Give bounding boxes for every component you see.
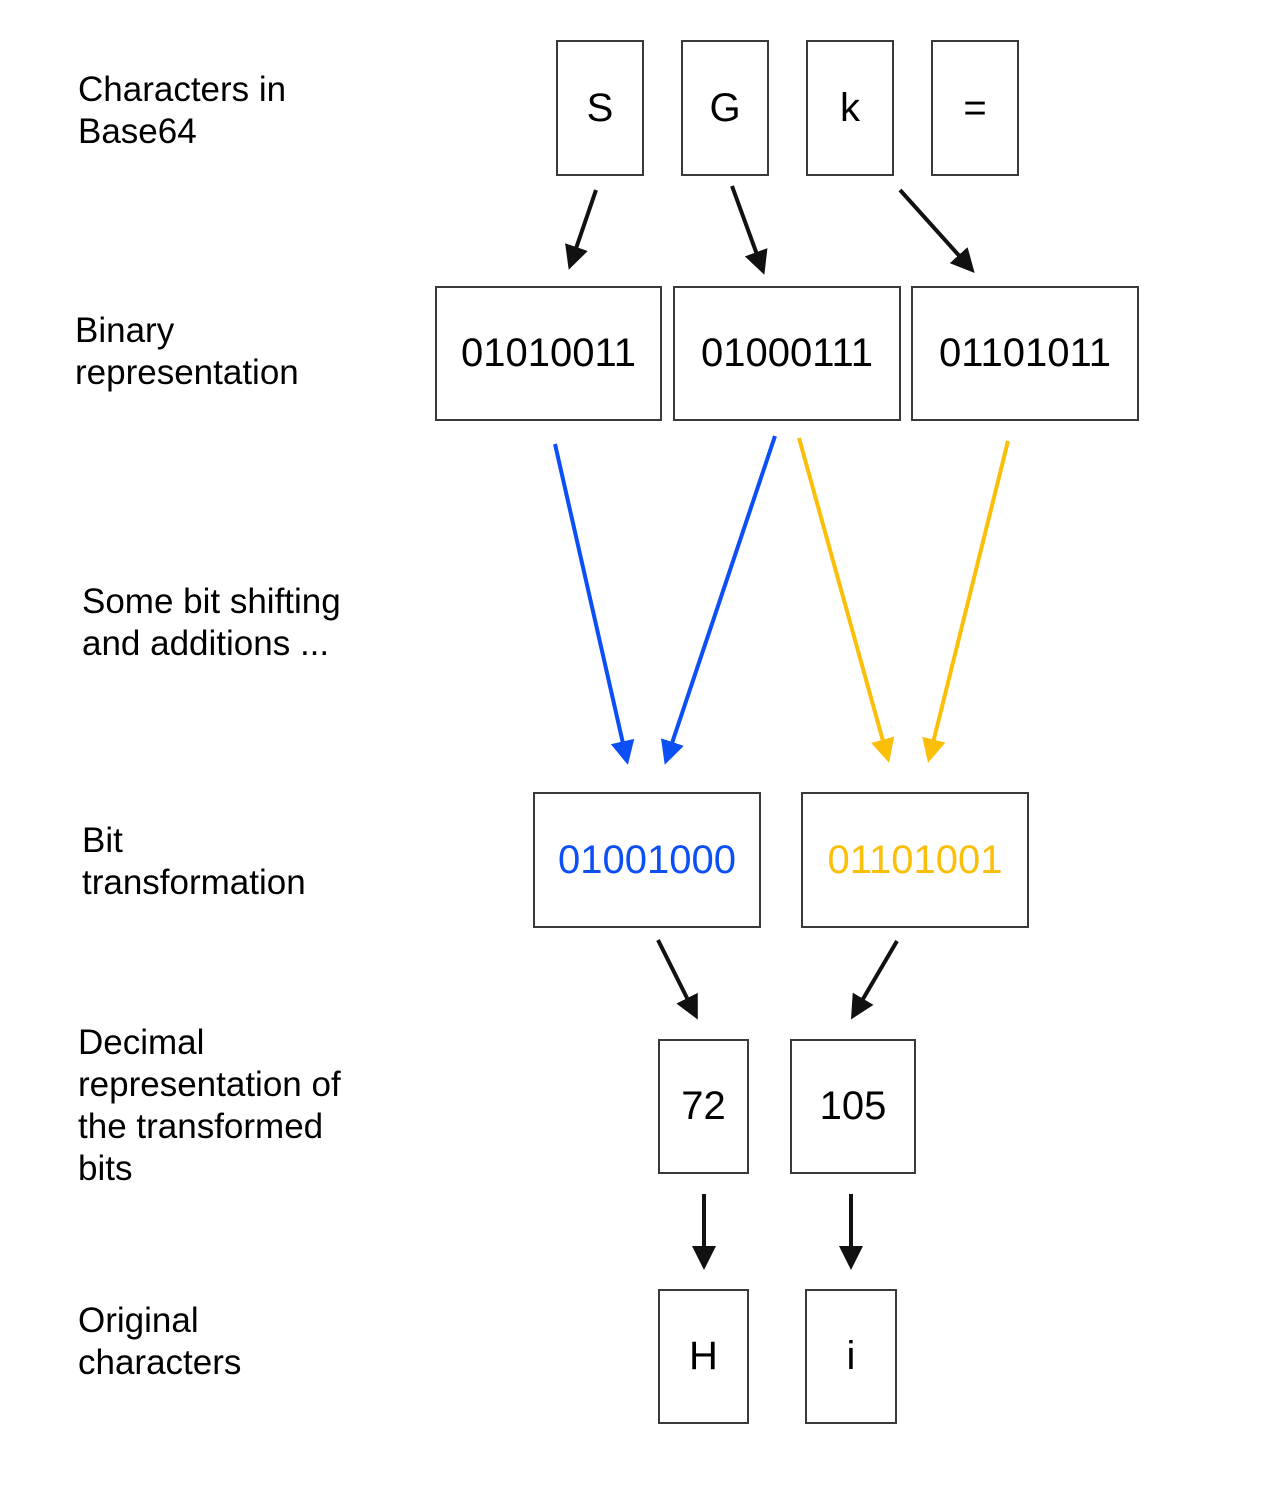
base64-char-box-4: =: [931, 40, 1019, 176]
transformed-bits-box-2: 01101001: [801, 792, 1029, 928]
decimal-box-2: 105: [790, 1039, 916, 1174]
binary-box-1: 01010011: [435, 286, 662, 421]
base64-char-box-2: G: [681, 40, 769, 176]
arrow-g-to-binary: [730, 185, 768, 275]
arrow-transformed1-to-decimal: [656, 939, 698, 1020]
transformed-bits-box-1: 01001000: [533, 792, 761, 928]
original-char-box-1: H: [658, 1289, 749, 1424]
label-binary-representation: Binary representation: [75, 311, 299, 392]
label-original-characters: Original characters: [78, 1301, 242, 1382]
decimal-box-1: 72: [658, 1039, 749, 1174]
label-bit-shifting: Some bit shifting and additions ...: [82, 582, 341, 663]
arrow-blue-2: [660, 435, 777, 765]
arrow-k-to-binary: [898, 188, 975, 273]
arrow-yellow-1: [797, 437, 895, 763]
label-bit-transformation: Bit transformation: [82, 821, 306, 902]
binary-box-3: 01101011: [911, 286, 1139, 421]
label-characters-in-base64: Characters in Base64: [78, 70, 287, 151]
original-char-box-2: i: [805, 1289, 897, 1424]
label-decimal-representation: Decimal representation of the transforme…: [78, 1023, 341, 1188]
binary-box-2: 01000111: [673, 286, 901, 421]
arrow-transformed2-to-decimal: [850, 939, 899, 1020]
base64-char-box-3: k: [806, 40, 894, 176]
arrow-s-to-binary: [565, 189, 598, 270]
arrow-yellow-2: [922, 440, 1010, 763]
base64-char-box-1: S: [556, 40, 644, 176]
arrow-blue-1: [553, 443, 635, 765]
